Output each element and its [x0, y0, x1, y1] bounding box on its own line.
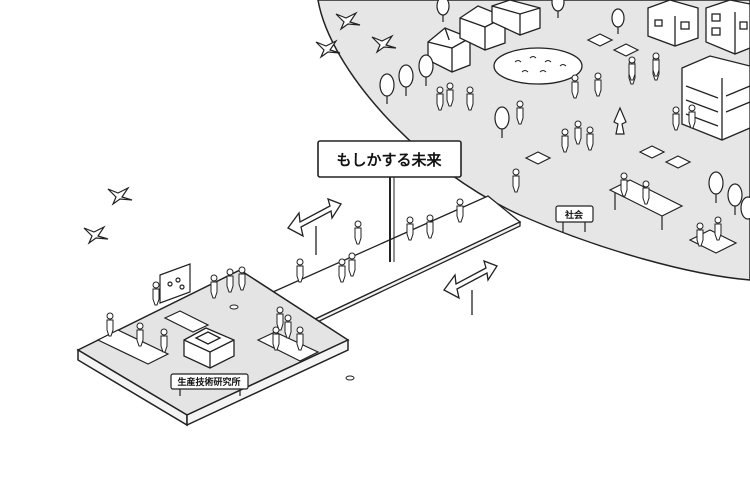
pond-ripples	[514, 56, 567, 73]
person-icon	[642, 180, 650, 205]
person-icon	[426, 214, 434, 239]
person-icon	[338, 258, 346, 283]
society-label: 社会	[555, 205, 594, 232]
house	[491, 0, 541, 36]
person-icon	[160, 328, 168, 353]
institute-label-text: 生産技術研究所	[177, 376, 240, 388]
person-icon	[628, 56, 636, 81]
person-icon	[284, 314, 292, 339]
person-icon	[238, 266, 246, 291]
person-icon	[620, 172, 628, 197]
signboard-text: もしかする未来	[336, 151, 442, 169]
person-icon	[272, 326, 280, 351]
person-icon	[226, 268, 234, 293]
person-icon	[348, 252, 356, 277]
person-icon	[296, 258, 304, 283]
whiteboard	[159, 263, 191, 304]
bird-icon	[335, 11, 361, 31]
person-icon	[152, 281, 160, 306]
bench	[524, 33, 692, 169]
institute-label: 生産技術研究所	[170, 373, 249, 396]
person-icon	[106, 312, 114, 337]
person-icon	[688, 104, 696, 129]
person-icon	[516, 100, 524, 125]
bird-icon	[83, 225, 109, 245]
person-icon	[586, 126, 594, 151]
robot-machine	[183, 327, 235, 369]
person-icon	[136, 322, 144, 347]
person-icon	[406, 216, 414, 241]
bird-icon	[371, 34, 397, 54]
person-icon	[594, 72, 602, 97]
person-icon	[714, 216, 722, 241]
person-icon	[652, 52, 660, 77]
person-icon	[210, 274, 218, 299]
person-icon	[354, 220, 362, 245]
bird-icon	[315, 39, 341, 59]
person-icon	[696, 222, 704, 247]
person-icon	[672, 106, 680, 131]
person-icon	[446, 82, 454, 107]
person-icon	[561, 128, 569, 153]
person-icon	[436, 86, 444, 111]
drone	[229, 304, 355, 381]
people-group	[106, 52, 722, 353]
person-icon	[296, 326, 304, 351]
building	[705, 0, 750, 55]
person-icon	[512, 168, 520, 193]
pond	[493, 47, 583, 85]
person-icon	[456, 198, 464, 223]
future-signboard: もしかする未来	[317, 140, 462, 262]
society-label-text: 社会	[564, 209, 584, 221]
building	[647, 0, 699, 47]
tree-icon	[379, 0, 750, 220]
table	[96, 310, 320, 365]
person-icon	[276, 306, 284, 331]
direction-arrow-icon	[287, 197, 342, 255]
person-icon	[466, 86, 474, 111]
direction-arrow-icon	[443, 259, 498, 315]
person-icon	[571, 74, 579, 99]
bird-icon	[107, 186, 133, 206]
house	[427, 27, 471, 73]
person-icon	[574, 120, 582, 145]
